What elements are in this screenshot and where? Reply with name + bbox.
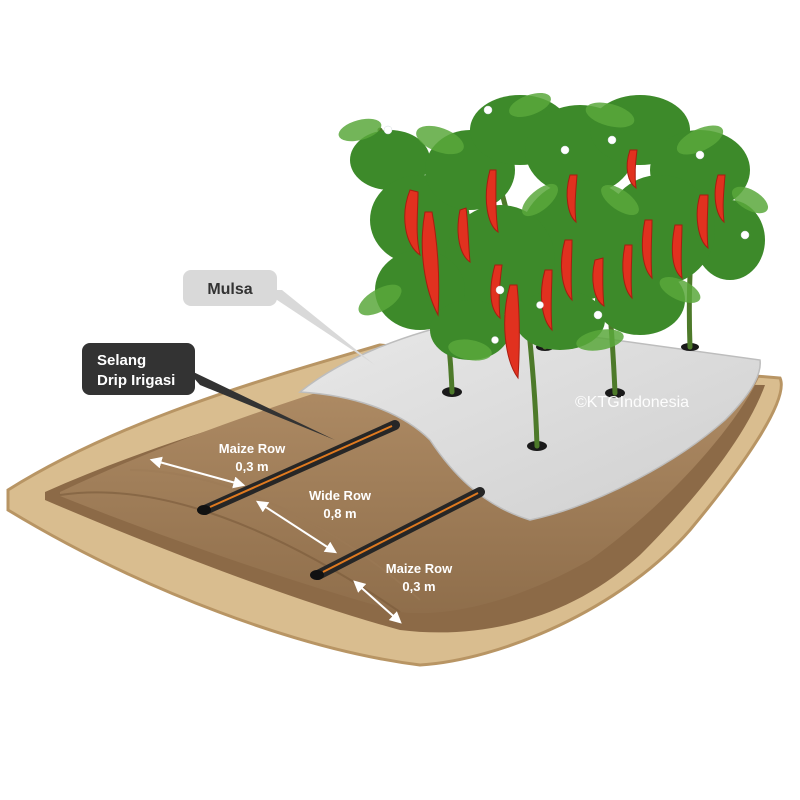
mulsa-callout-box	[183, 270, 277, 306]
selang-callout-line1: Selang	[97, 352, 146, 369]
selang-callout-line2: Drip Irigasi	[97, 372, 175, 389]
watermark: ©KTGIndonesia	[575, 394, 689, 411]
maize-row-top-label: Maize Row	[219, 441, 286, 456]
mulsa-pointer	[262, 290, 375, 365]
dimension-arrow-maize-bottom	[353, 580, 402, 624]
dimension-arrow-maize-top	[149, 456, 246, 489]
maize-row-bottom-label: Maize Row	[386, 561, 453, 576]
soil-ridge	[59, 491, 401, 613]
wide-row-value: 0,8 m	[323, 506, 356, 521]
maize-row-top-value: 0,3 m	[235, 459, 268, 474]
selang-pointer	[185, 368, 335, 440]
dimension-arrow-wide	[255, 500, 338, 554]
drip-hose-top	[197, 420, 400, 515]
selang-callout-box	[82, 343, 195, 395]
wide-row-label: Wide Row	[309, 488, 372, 503]
mulsa-callout-label: Mulsa	[207, 281, 252, 298]
maize-row-bottom-value: 0,3 m	[402, 579, 435, 594]
drip-hose-bottom	[310, 487, 485, 580]
chili-plants	[338, 92, 769, 449]
